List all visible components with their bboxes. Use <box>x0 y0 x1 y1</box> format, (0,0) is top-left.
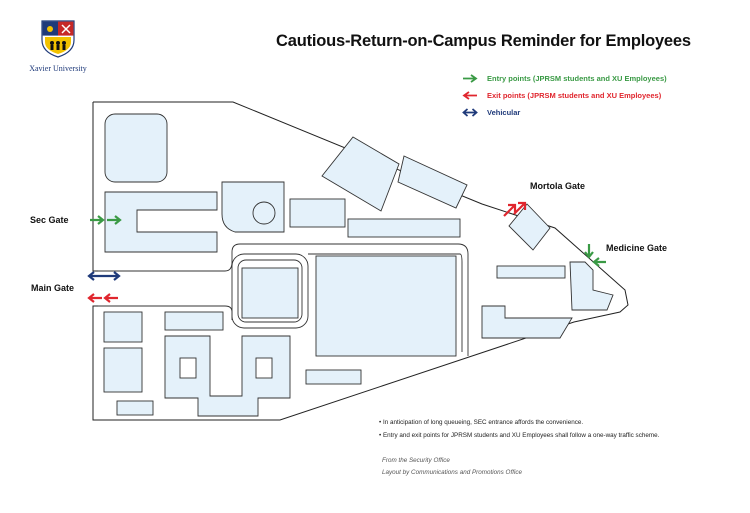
main-gate-vehicular-arrow <box>87 271 121 281</box>
building <box>221 181 285 233</box>
legend: Entry points (JPRSM students and XU Empl… <box>462 70 667 121</box>
note-item: • In anticipation of long queueing, SEC … <box>379 419 584 426</box>
building <box>305 369 362 385</box>
building <box>179 357 197 379</box>
credit-security: From the Security Office <box>382 457 450 464</box>
building <box>164 335 291 417</box>
medicine-gate-entry-arrows <box>584 244 606 267</box>
sec-gate-entry-arrows <box>90 215 122 225</box>
building <box>569 261 614 311</box>
building <box>103 347 143 393</box>
road-loop <box>237 259 303 323</box>
main-gate-label: Main Gate <box>31 283 75 293</box>
legend-entry-label: Entry points (JPRSM students and XU Empl… <box>487 74 667 83</box>
building <box>104 113 168 183</box>
medicine-gate-label: Medicine Gate <box>606 243 668 253</box>
page-title: Cautious-Return-on-Campus Reminder for E… <box>276 32 691 50</box>
double-arrow-icon <box>462 108 478 117</box>
building <box>252 201 276 225</box>
building <box>116 400 154 416</box>
legend-vehicular-label: Vehicular <box>487 108 521 117</box>
main-gate-exit-arrows <box>87 293 118 303</box>
building <box>289 198 346 228</box>
arrow-left-icon <box>462 91 477 100</box>
legend-vehicular: Vehicular <box>462 104 667 121</box>
building <box>315 255 457 357</box>
mortola-gate-label: Mortola Gate <box>530 181 586 191</box>
legend-exit-label: Exit points (JPRSM students and XU Emplo… <box>487 91 662 100</box>
building <box>104 191 218 253</box>
building <box>103 311 143 343</box>
road-loop <box>231 253 309 329</box>
note-item: • Entry and exit points for JPRSM studen… <box>379 432 660 439</box>
sec-gate-label: Sec Gate <box>30 215 69 225</box>
legend-exit: Exit points (JPRSM students and XU Emplo… <box>462 87 667 104</box>
building <box>508 203 551 251</box>
road <box>98 243 469 356</box>
building <box>241 267 299 319</box>
arrow-right-icon <box>463 74 478 83</box>
university-crest-icon <box>41 20 75 58</box>
building <box>164 311 224 331</box>
building <box>255 357 273 379</box>
university-name: Xavier University <box>29 64 87 73</box>
building <box>321 136 400 212</box>
university-logo: Xavier University <box>28 20 88 73</box>
building <box>397 155 468 209</box>
notes: • In anticipation of long queueing, SEC … <box>379 419 659 445</box>
building <box>481 305 573 339</box>
road <box>308 253 463 352</box>
building <box>496 265 566 279</box>
mortola-gate-exit-arrow <box>503 201 527 217</box>
legend-entry: Entry points (JPRSM students and XU Empl… <box>462 70 667 87</box>
credits: From the Security Office Layout by Commu… <box>382 457 522 480</box>
credit-layout: Layout by Communications and Promotions … <box>382 468 522 476</box>
building <box>347 218 461 238</box>
